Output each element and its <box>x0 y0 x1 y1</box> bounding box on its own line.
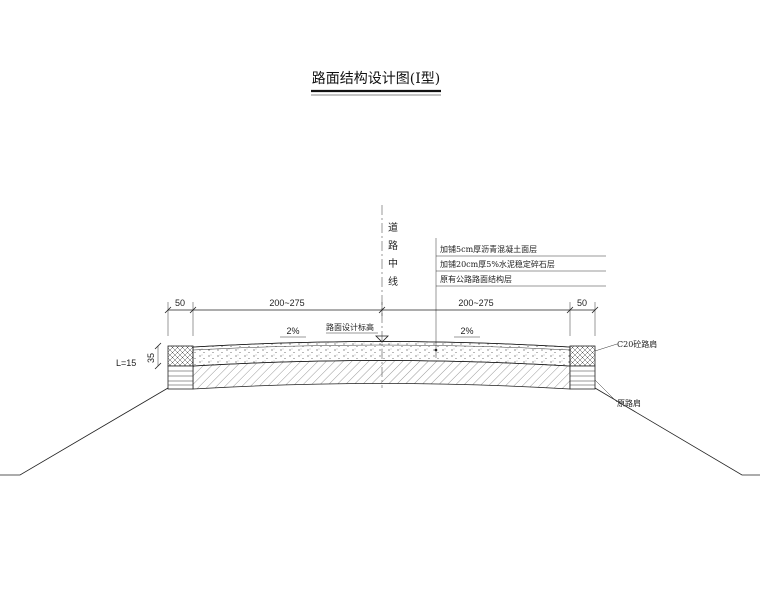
centerline-char-1: 道 <box>388 221 398 234</box>
centerline-char-2: 路 <box>388 239 398 252</box>
left-old-curb <box>167 365 194 390</box>
layer-label-asphalt: 加铺5cm厚沥青混凝土面层 <box>440 244 537 254</box>
dim-right-lane: 200~275 <box>458 298 493 308</box>
curb-height-ticks <box>154 342 162 370</box>
crossfall-right: 2% <box>460 326 473 336</box>
layer-label-cement-stabilized: 加铺20cm厚5%水泥稳定碎石层 <box>440 259 555 269</box>
layer-label-existing: 原有公路路面结构层 <box>440 274 512 284</box>
curb-height-value: 35 <box>146 353 156 363</box>
old-curb-leader <box>594 379 618 403</box>
right-old-curb-lines <box>570 370 595 386</box>
design-elevation-label: 路面设计标高 <box>326 322 374 332</box>
dim-right-shoulder: 50 <box>577 298 587 308</box>
right-old-curb <box>569 365 596 390</box>
centerline-char-3: 中 <box>388 257 398 270</box>
dim-left-lane: 200~275 <box>269 298 304 308</box>
slope-length-label: L=15 <box>116 358 136 368</box>
existing-pavement-layer <box>192 360 571 390</box>
crossfall-left: 2% <box>286 326 299 336</box>
new-curb-leader <box>594 343 618 352</box>
old-curb-label: 原路肩 <box>617 398 641 408</box>
left-old-curb-lines <box>168 370 193 386</box>
new-curb-label: C20砼路肩 <box>617 339 657 349</box>
left-new-curb <box>167 345 194 367</box>
drawing-title: 路面结构设计图(Ⅰ型) <box>312 71 440 87</box>
elevation-marker-icon <box>375 335 389 343</box>
dim-left-shoulder: 50 <box>175 298 185 308</box>
left-embankment-slope <box>0 387 169 476</box>
centerline-char-4: 线 <box>388 275 398 288</box>
right-new-curb <box>569 345 596 367</box>
dim-ticks <box>164 306 599 314</box>
asphalt-bottom-line <box>192 344 571 351</box>
asphalt-surface-line <box>192 341 571 348</box>
right-embankment-slope <box>594 387 760 476</box>
